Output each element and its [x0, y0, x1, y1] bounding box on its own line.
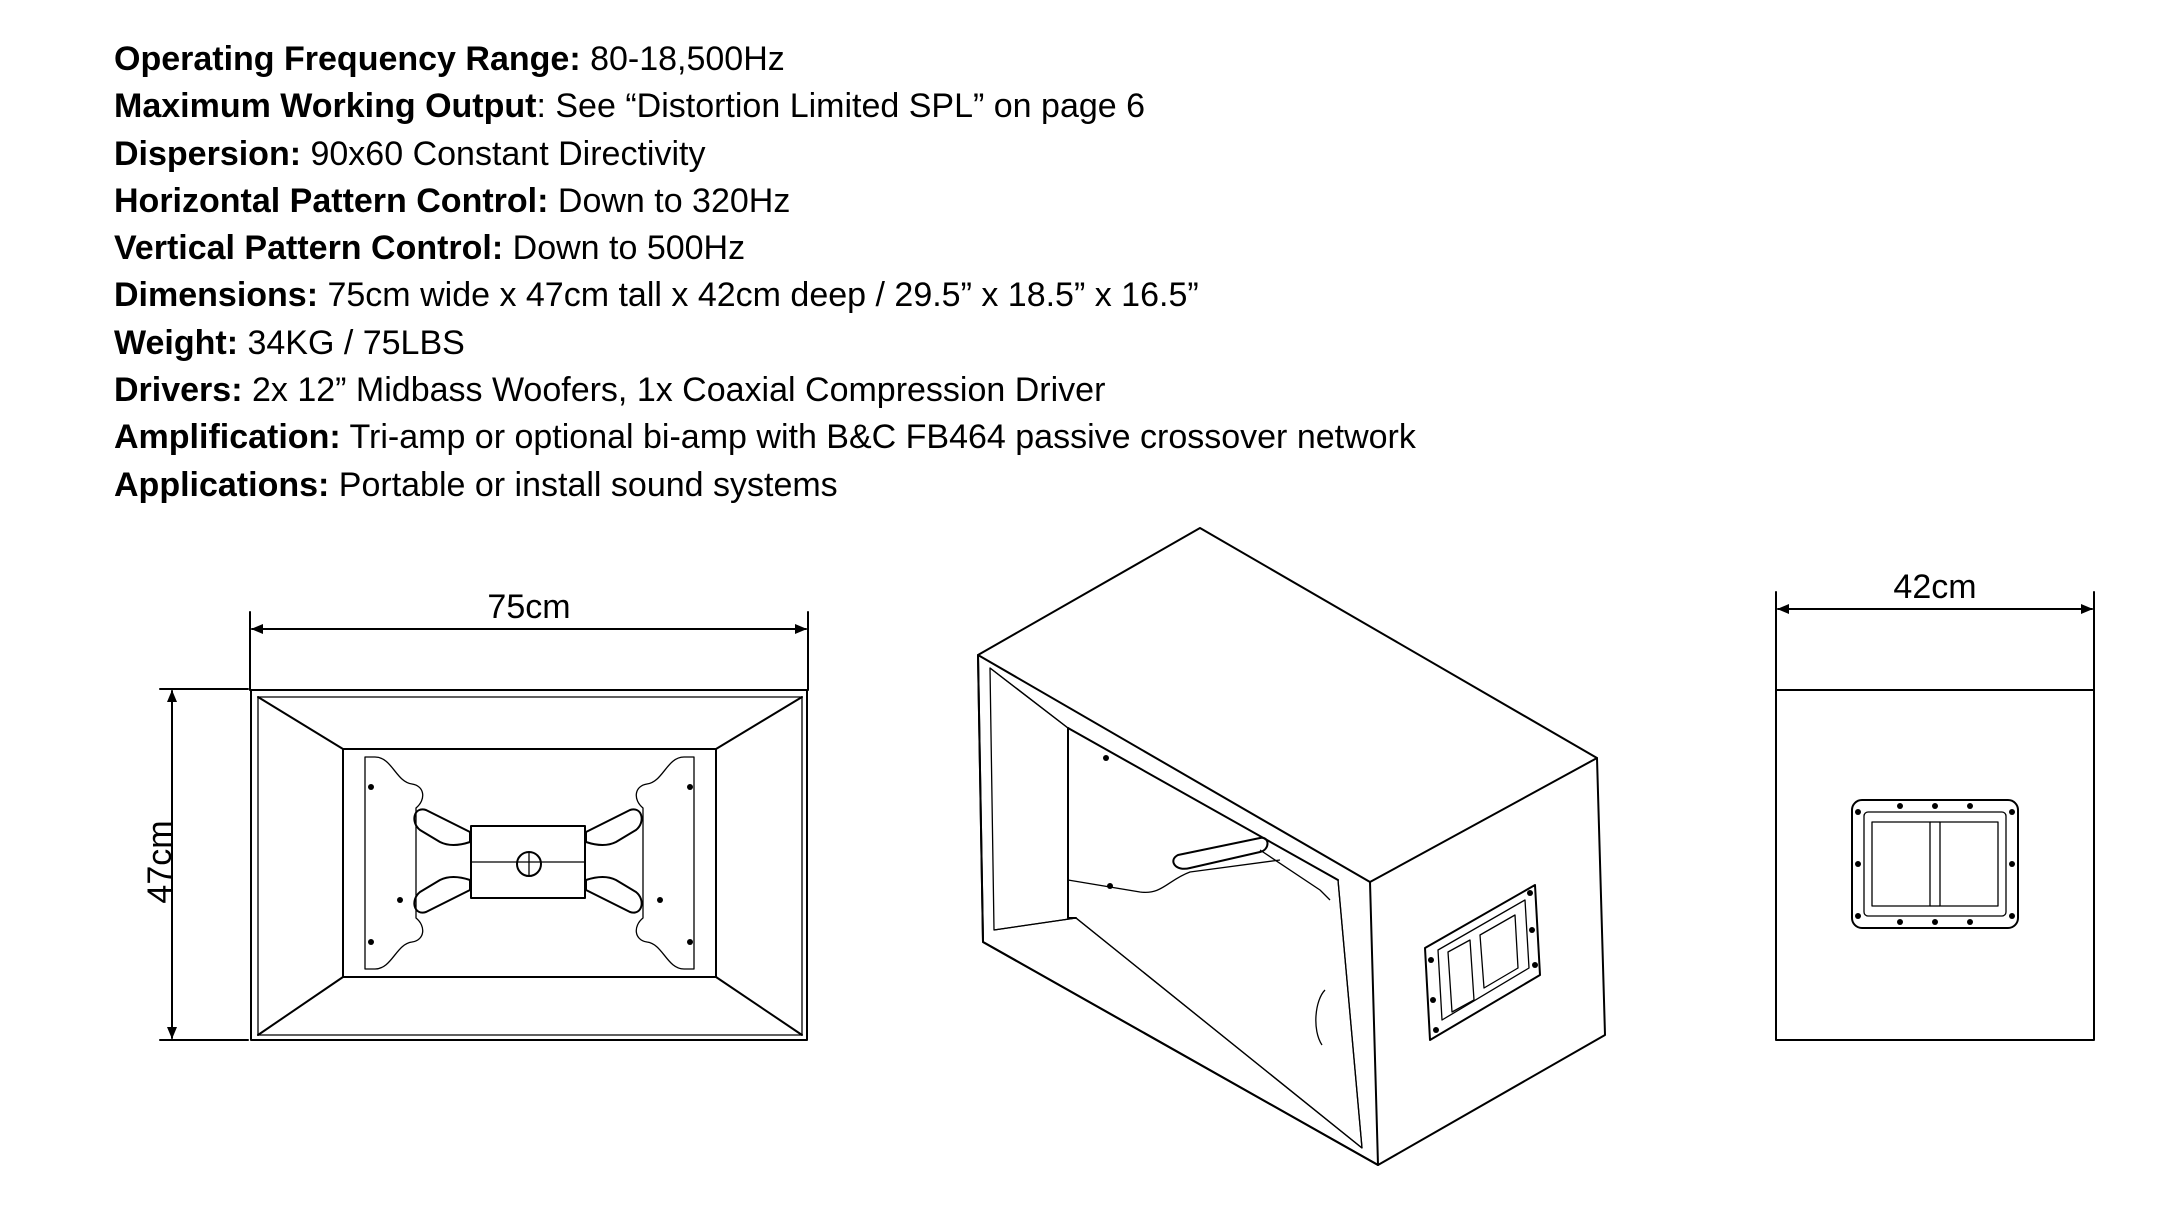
spec-label: Dispersion:: [114, 134, 302, 173]
spec-applications: Applications: Portable or install sound …: [114, 462, 1416, 509]
spec-value: Portable or install sound systems: [329, 465, 838, 504]
woofer-arms: [413, 808, 643, 914]
spec-label: Applications:: [114, 465, 330, 504]
spec-value: 80-18,500Hz: [580, 40, 785, 78]
iso-woofer-arm: [1172, 836, 1269, 870]
spec-label: Amplification:: [114, 418, 341, 457]
isometric-view: [977, 527, 1606, 1166]
spec-drivers: Drivers: 2x 12” Midbass Woofers, 1x Coax…: [114, 367, 1416, 414]
side-view: 42cm: [1775, 568, 2095, 1041]
spec-value: 75cm wide x 47cm tall x 42cm deep / 29.5…: [318, 276, 1199, 315]
iso-front-face: [977, 654, 1379, 1166]
spec-dispersion: Dispersion: 90x60 Constant Directivity: [114, 131, 1416, 178]
side-outline: [1775, 689, 2095, 1041]
height-dimension: 47cm: [141, 688, 249, 1041]
spec-amplification: Amplification: Tri-amp or optional bi-am…: [114, 414, 1416, 461]
spec-label: Horizontal Pattern Control:: [114, 181, 549, 220]
iso-outline: [977, 527, 1606, 1166]
front-outline: [250, 689, 808, 1041]
spec-label: Dimensions:: [114, 276, 319, 315]
spec-value: 2x 12” Midbass Woofers, 1x Coaxial Compr…: [242, 371, 1106, 410]
spec-label: Operating Frequency Range:: [114, 40, 581, 78]
spec-horizontal-pattern: Horizontal Pattern Control: Down to 320H…: [114, 178, 1416, 225]
width-dimension: 75cm: [249, 588, 809, 691]
depth-label: 42cm: [1893, 568, 1976, 606]
spec-value: : See “Distortion Limited SPL” on page 6: [536, 87, 1146, 126]
spec-list: Operating Frequency Range: 80-18,500Hz M…: [114, 36, 1416, 509]
side-handle: [1851, 799, 2019, 929]
spec-dimensions: Dimensions: 75cm wide x 47cm tall x 42cm…: [114, 272, 1416, 319]
spec-value: 34KG / 75LBS: [238, 323, 465, 362]
spec-frequency-range: Operating Frequency Range: 80-18,500Hz: [114, 36, 1416, 83]
spec-label: Weight:: [114, 323, 239, 362]
spec-value: Down to 500Hz: [503, 229, 746, 268]
spec-value: 90x60 Constant Directivity: [301, 134, 706, 173]
width-label: 75cm: [487, 588, 570, 626]
depth-dimension: 42cm: [1775, 568, 2095, 691]
height-label: 47cm: [141, 820, 179, 903]
spec-value: Down to 320Hz: [548, 181, 791, 220]
spec-max-output: Maximum Working Output: See “Distortion …: [114, 83, 1416, 130]
iso-handle: [1424, 884, 1541, 1041]
spec-weight: Weight: 34KG / 75LBS: [114, 320, 1416, 367]
front-view: 75cm 47cm: [141, 588, 809, 1041]
spec-value: Tri-amp or optional bi-amp with B&C FB46…: [340, 418, 1416, 457]
spec-label: Drivers:: [114, 371, 243, 410]
horn-throat: [342, 748, 717, 978]
spec-label: Maximum Working Output: [114, 87, 537, 126]
spec-vertical-pattern: Vertical Pattern Control: Down to 500Hz: [114, 225, 1416, 272]
spec-label: Vertical Pattern Control:: [114, 229, 504, 268]
